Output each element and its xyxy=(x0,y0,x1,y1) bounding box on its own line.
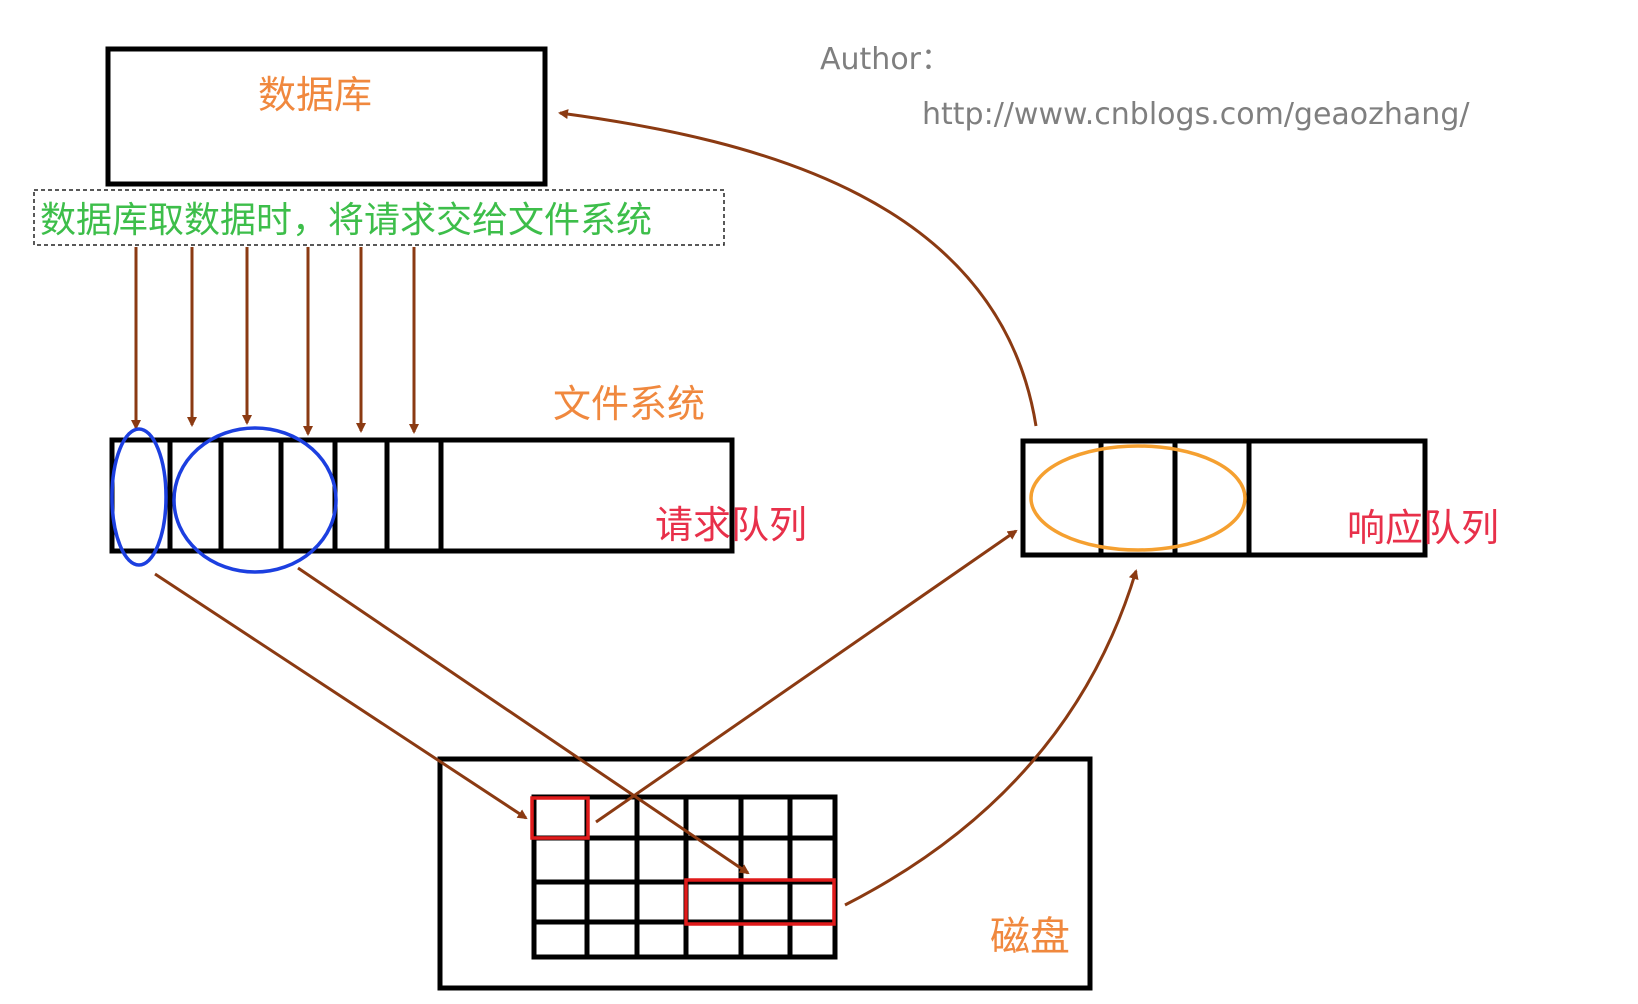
response-ellipse xyxy=(1029,444,1247,552)
disk-grid xyxy=(531,794,838,960)
arrow-disk-single-to-response xyxy=(595,529,1018,824)
response-queue xyxy=(1020,438,1428,558)
disk-box xyxy=(437,756,1093,991)
note-box xyxy=(33,189,725,246)
disk-block-single xyxy=(530,796,590,840)
response-queue-label: 响应队列 xyxy=(1347,506,1499,550)
note-text: 数据库取数据时，将请求交给文件系统 xyxy=(40,200,652,241)
author-label: Author： xyxy=(820,42,951,77)
disk-label: 磁盘 xyxy=(990,914,1070,960)
author-url: http://www.cnblogs.com/geaozhang/ xyxy=(922,97,1470,132)
disk-block-merged xyxy=(684,878,836,926)
arrow-response-to-database xyxy=(558,109,1038,427)
merged-request-circle xyxy=(172,426,338,574)
database-box xyxy=(105,46,548,187)
request-arrows xyxy=(131,247,419,436)
arrow-request-to-disk-merged xyxy=(297,566,750,875)
request-queue xyxy=(109,437,735,554)
database-label: 数据库 xyxy=(258,73,372,117)
arrow-request-to-disk-single xyxy=(154,572,528,820)
flow-arrows xyxy=(154,109,1139,907)
arrow-disk-merged-to-response xyxy=(844,569,1139,907)
filesystem-label: 文件系统 xyxy=(553,382,705,426)
single-request-circle xyxy=(110,427,168,567)
request-queue-label: 请求队列 xyxy=(655,503,807,547)
